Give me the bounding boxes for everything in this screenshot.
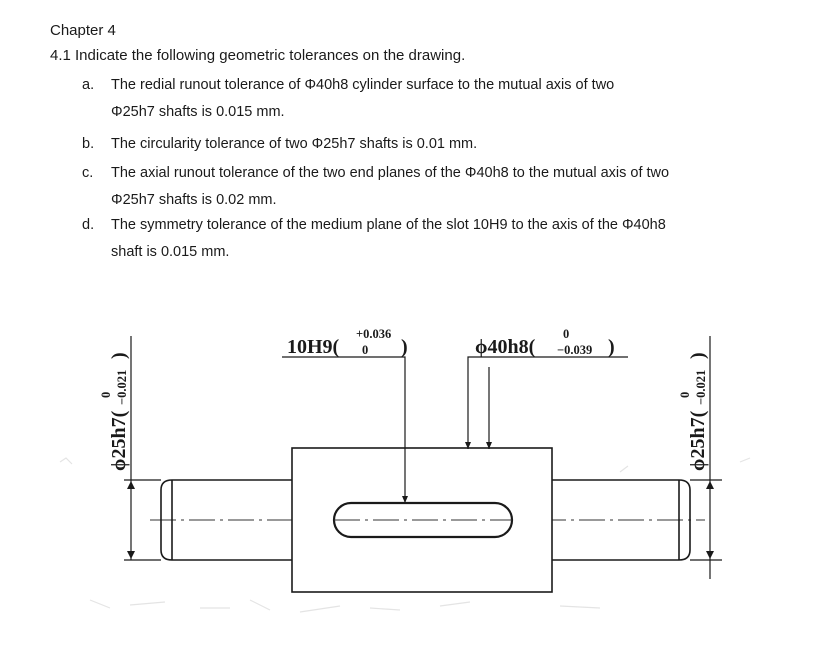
chapter-title: Chapter 4 — [50, 22, 116, 39]
dim-lower: −0.039 — [557, 343, 592, 357]
dim-close: ) — [608, 336, 615, 358]
dim-close: ) — [401, 336, 408, 358]
dim-close: ) — [687, 352, 709, 359]
item-text-line2: shaft is 0.015 mm. — [111, 244, 230, 260]
right-dimension: ϕ25h7( 0 −0.021 ) — [678, 336, 722, 579]
question-text: 4.1 Indicate the following geometric tol… — [50, 47, 466, 64]
item-text-line1: The circularity tolerance of two Φ25h7 s… — [111, 136, 478, 152]
dim-close: ) — [108, 352, 130, 359]
left-dimension: ϕ25h7( 0 −0.021 ) — [99, 336, 161, 561]
dim-base: ϕ40h8( — [475, 336, 536, 358]
dim-lower: 0 — [362, 343, 368, 357]
item-marker: d. — [82, 217, 95, 233]
item-text-line1: The redial runout tolerance of Φ40h8 cyl… — [111, 77, 615, 93]
item-marker: a. — [82, 77, 95, 93]
dim-base: ϕ25h7( — [108, 410, 130, 471]
item-text-line1: The symmetry tolerance of the medium pla… — [111, 217, 666, 233]
item-marker: b. — [82, 136, 95, 152]
dim-upper: 0 — [563, 327, 569, 341]
dim-lower: −0.021 — [115, 370, 129, 405]
item-text-line2: Φ25h7 shafts is 0.02 mm. — [111, 192, 277, 208]
dim-upper: 0 — [678, 392, 692, 398]
dim-base: 10H9( — [287, 336, 340, 358]
right-shaft — [552, 479, 691, 561]
faint-background-marks — [59, 457, 751, 613]
item-text-line1: The axial runout tolerance of the two en… — [111, 165, 670, 181]
dim-upper: 0 — [99, 392, 113, 398]
item-text-line2: Φ25h7 shafts is 0.015 mm. — [111, 104, 285, 120]
center-dimension: ϕ40h8( 0 −0.039 ) — [465, 327, 628, 449]
left-shaft — [160, 479, 292, 561]
slot-dimension: 10H9( +0.036 0 ) — [282, 327, 408, 503]
dim-lower: −0.021 — [694, 370, 708, 405]
dim-upper: +0.036 — [356, 327, 391, 341]
item-marker: c. — [82, 165, 94, 181]
dim-base: ϕ25h7( — [687, 410, 709, 471]
